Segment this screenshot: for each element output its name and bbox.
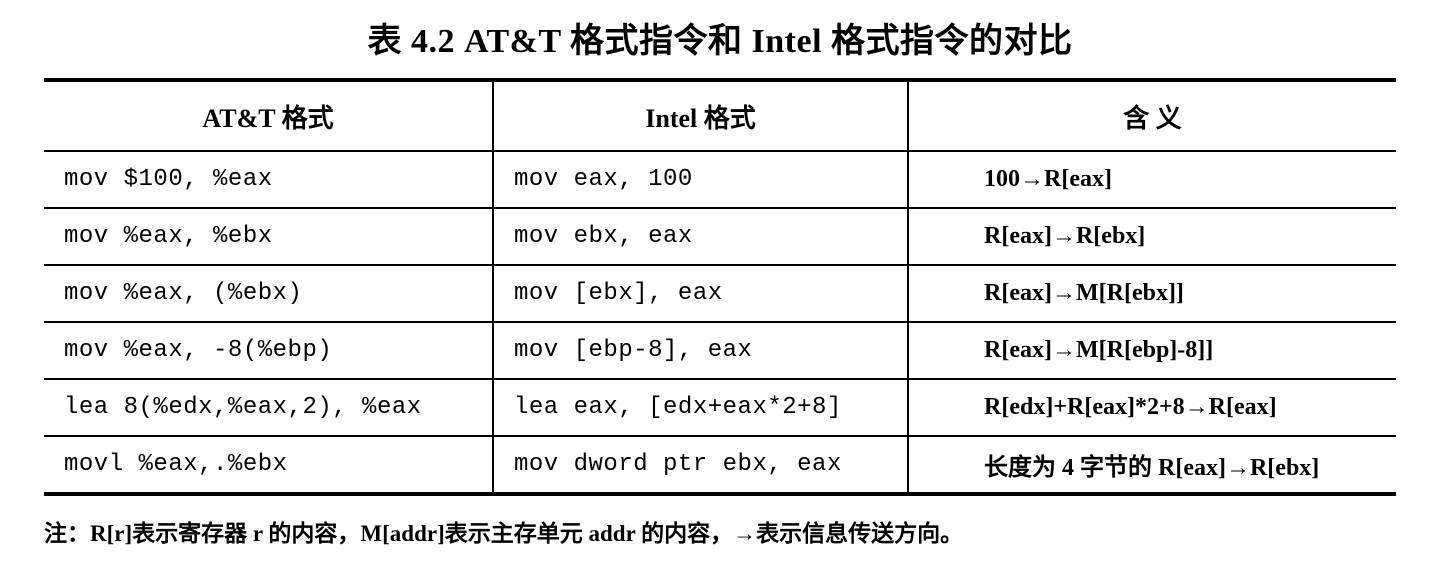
header-meaning: 含 义 [907,80,1396,152]
intel-instruction-cell: mov [ebp-8], eax [492,322,908,380]
att-instruction-cell: movl %eax,.%ebx [64,451,288,478]
header-row: AT&T 格式 Intel 格式 含 义 [44,80,1396,152]
meaning-cell: R[eax]→M[R[ebp]-8]] [907,322,1396,380]
att-instruction-cell: mov %eax, (%ebx) [44,265,493,323]
intel-instruction-cell: mov ebx, eax [492,208,908,266]
table-caption: 表 4.2 AT&T 格式指令和 Intel 格式指令的对比 [367,23,1073,60]
meaning-cell: R[eax]→R[ebx] [907,208,1396,266]
header-att-format: AT&T 格式 [44,80,493,152]
table-row: mov %eax, (%ebx) mov [ebx], eax R[eax]→M… [44,265,1396,323]
intel-instruction-cell: mov dword ptr ebx, eax [492,436,908,494]
att-instruction-cell: mov %eax, -8(%ebp) [44,322,493,380]
table-row: mov %eax, -8(%ebp) mov [ebp-8], eax R[ea… [44,322,1396,380]
intel-instruction-cell: mov [ebx], eax [492,265,908,323]
comparison-table: AT&T 格式 Intel 格式 含 义 mov $100, %eax mov … [44,78,1396,496]
meaning-cell: R[eax]→M[R[ebx]] [907,265,1396,323]
meaning-cell: 长度为 4 字节的 R[eax]→R[ebx] [907,436,1396,494]
table-row: lea 8(%edx,%eax,2), %eax lea eax, [edx+e… [44,379,1396,437]
table-row: movl %eax,.%ebx mov dword ptr ebx, eax 长… [44,436,1396,494]
intel-instruction-cell: lea eax, [edx+eax*2+8] [492,379,908,437]
intel-instruction-cell: mov eax, 100 [492,151,908,209]
att-instruction-cell: lea 8(%edx,%eax,2), %eax [44,379,493,437]
att-instruction-cell: mov %eax, %ebx [44,208,493,266]
att-instruction-cell: mov $100, %eax [44,151,493,209]
meaning-cell: R[edx]+R[eax]*2+8→R[eax] [907,379,1396,437]
meaning-cell: 100→R[eax] [907,151,1396,209]
comparison-table-container: AT&T 格式 Intel 格式 含 义 mov $100, %eax mov … [44,78,1396,496]
table-row: mov $100, %eax mov eax, 100 100→R[eax] [44,151,1396,209]
header-intel-format: Intel 格式 [492,80,908,152]
table-footnote: 注：R[r]表示寄存器 r 的内容，M[addr]表示主存单元 addr 的内容… [44,521,964,546]
table-row: mov %eax, %ebx mov ebx, eax R[eax]→R[ebx… [44,208,1396,266]
